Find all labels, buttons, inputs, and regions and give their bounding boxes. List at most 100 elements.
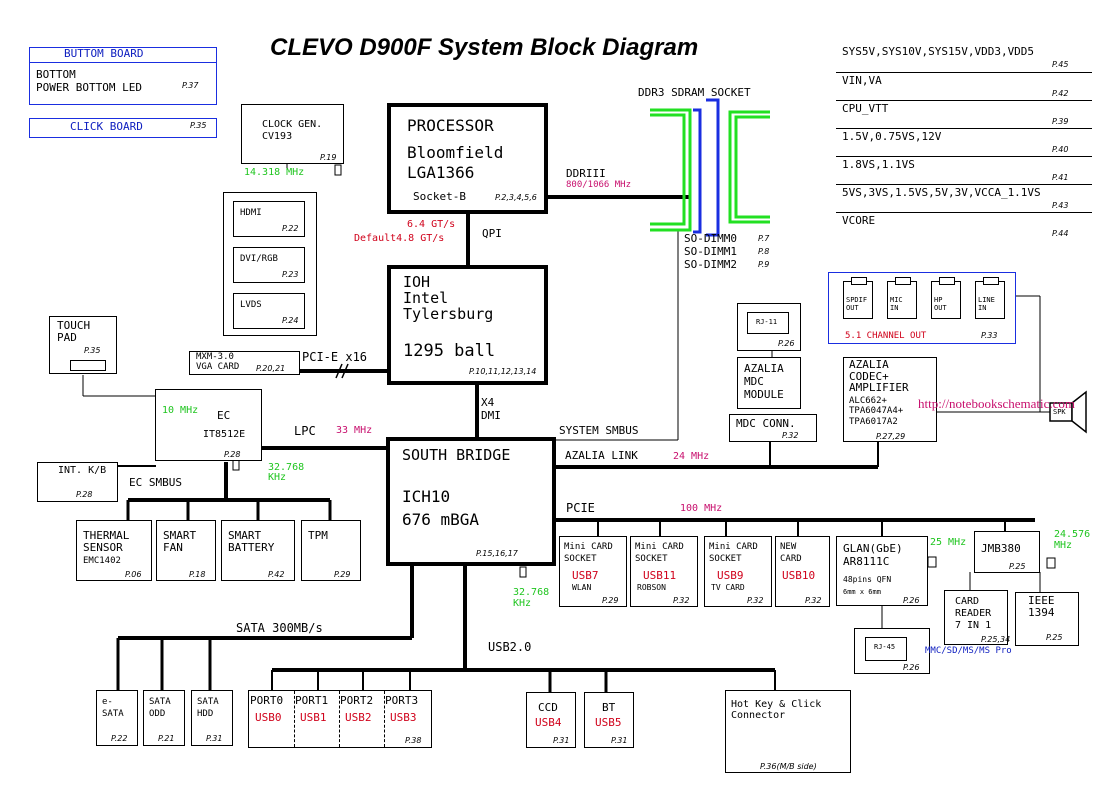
- diagram-title: CLEVO D900F System Block Diagram: [270, 34, 699, 61]
- pcie-slot-text: Mini CARD SOCKET: [564, 542, 613, 564]
- south-bridge-crystal: 32.768 KHz: [513, 587, 550, 609]
- jack-tab: [851, 277, 867, 285]
- ec-smbus-label: EC SMBUS: [129, 476, 182, 489]
- audio-channel-page: P.33: [981, 331, 998, 340]
- keyboard-box: INT. K/B P.28: [37, 462, 118, 502]
- bt-page: P.31: [611, 736, 628, 745]
- watermark[interactable]: http://notebookschematic.com: [918, 396, 1076, 411]
- power-rail-page: P.45: [1052, 60, 1069, 69]
- smbus-device-page: P.29: [334, 570, 351, 579]
- card-reader-page: P.25,34: [981, 635, 1011, 644]
- pcie-slot-text: Mini CARD SOCKET: [709, 542, 758, 564]
- video-output-page: P.24: [282, 316, 299, 325]
- codec-page: P.27,29: [876, 432, 906, 441]
- pcie-label: PCIE: [566, 501, 595, 515]
- glan-sub: 48pins QFN: [843, 575, 892, 584]
- pcie-slot-usb: USB11: [643, 569, 677, 582]
- usb-port-usb: USB1: [300, 711, 327, 724]
- power-rail-text: 5VS,3VS,1.5VS,5V,3V,VCCA_1.1VS: [842, 186, 1041, 199]
- ddr-speed: 800/1066 MHz: [566, 180, 632, 190]
- lpc-label: LPC: [294, 424, 316, 438]
- ioh-text: IOH Intel Tylersburg: [403, 273, 494, 323]
- video-output-page: P.22: [282, 224, 299, 233]
- mxm-text: MXM-3.0 VGA CARD: [196, 352, 240, 372]
- sata-device-text: SATA ODD: [149, 697, 171, 719]
- lpc-speed: 33 MHz: [336, 425, 373, 436]
- rj45-page: P.26: [903, 663, 920, 672]
- power-rail-text: VIN,VA: [842, 74, 882, 87]
- south-bridge-chip: ICH10 676 mBGA: [402, 487, 480, 530]
- qpi-default: Default4.8 GT/s: [354, 233, 445, 244]
- power-rail-row: VIN,VA P.42: [836, 72, 1092, 101]
- card-formats: MMC/SD/MS/MS Pro: [925, 646, 1012, 656]
- clock-gen-page: P.19: [320, 153, 337, 162]
- power-rail-row: 1.5V,0.75VS,12V P.40: [836, 128, 1092, 157]
- pcie-x16-label: PCI-E x16: [302, 350, 368, 364]
- sata-label: SATA 300MB/s: [236, 621, 323, 635]
- hotkey-page: P.36(M/B side): [760, 762, 817, 771]
- rj11-box: RJ-11 P.26: [737, 303, 801, 351]
- azalia-link-label: AZALIA LINK: [565, 449, 638, 462]
- click-board-box: CLICK BOARD P.35: [29, 118, 217, 138]
- usb-port-usb: USB0: [255, 711, 282, 724]
- rj45-text: RJ-45: [874, 643, 896, 651]
- pcie-slot-page: P.29: [602, 596, 619, 605]
- codec-parts: ALC662+ TPA6047A4+ TPA6017A2: [849, 396, 904, 427]
- pcie-speed: 100 MHz: [680, 503, 723, 514]
- mxm-page: P.20,21: [256, 364, 286, 373]
- dimm-name: SO-DIMM0: [684, 232, 737, 245]
- clock-gen-freq: 14.318 MHz: [244, 167, 305, 178]
- jack-tab: [895, 277, 911, 285]
- sata-device-text: SATA HDD: [197, 697, 219, 719]
- bt-text: BT: [602, 701, 616, 714]
- mdc-module-text: AZALIA MDC MODULE: [744, 362, 784, 402]
- pcie-slot-text: NEW CARD: [780, 542, 802, 564]
- glan-page: P.26: [903, 596, 920, 605]
- power-rail-page: P.40: [1052, 145, 1069, 154]
- touchpad-text: TOUCH PAD: [57, 319, 91, 344]
- qpi-speed: 6.4 GT/s: [407, 219, 456, 230]
- dimm-page: P.7: [758, 234, 770, 243]
- smbus-device-text: SMART BATTERY: [228, 529, 275, 555]
- power-rail-text: 1.5V,0.75VS,12V: [842, 130, 942, 143]
- pcie-slot-usb: USB10: [782, 569, 816, 582]
- hotkey-text: Hot Key & Click Connector: [731, 699, 822, 721]
- jmb380-text: JMB380: [981, 542, 1021, 555]
- ccd-usb: USB4: [535, 716, 562, 729]
- usb-port-name: PORT1: [295, 694, 329, 707]
- usb-port-divider: [339, 691, 340, 747]
- audio-jack-text: HP OUT: [934, 296, 947, 313]
- usb-ports-page: P.38: [405, 736, 422, 745]
- bt-usb: USB5: [595, 716, 622, 729]
- card-reader-box: CARD READER 7 IN 1 P.25,34: [944, 590, 1011, 645]
- sata-device-text: e- SATA: [102, 697, 124, 719]
- pcie-slot-usb: USB9: [717, 569, 744, 582]
- usb-port-usb: USB2: [345, 711, 372, 724]
- ieee1394-page: P.25: [1046, 633, 1063, 642]
- rj45-box: RJ-45 P.26: [854, 628, 930, 674]
- power-rail-page: P.42: [1052, 89, 1069, 98]
- bottom-board-box: BUTTOM BOARD BOTTOM POWER BOTTOM LED P.3…: [29, 47, 217, 105]
- pcie-slot-text: Mini CARD SOCKET: [635, 542, 684, 564]
- sata-device-page: P.31: [206, 734, 223, 743]
- sata-device-page: P.22: [111, 734, 128, 743]
- ioh-page: P.10,11,12,13,14: [469, 367, 537, 376]
- south-bridge-page: P.15,16,17: [476, 549, 518, 558]
- ec-page: P.28: [224, 450, 241, 459]
- pcie-slot-sub: WLAN: [572, 583, 592, 592]
- usb-port-usb: USB3: [390, 711, 417, 724]
